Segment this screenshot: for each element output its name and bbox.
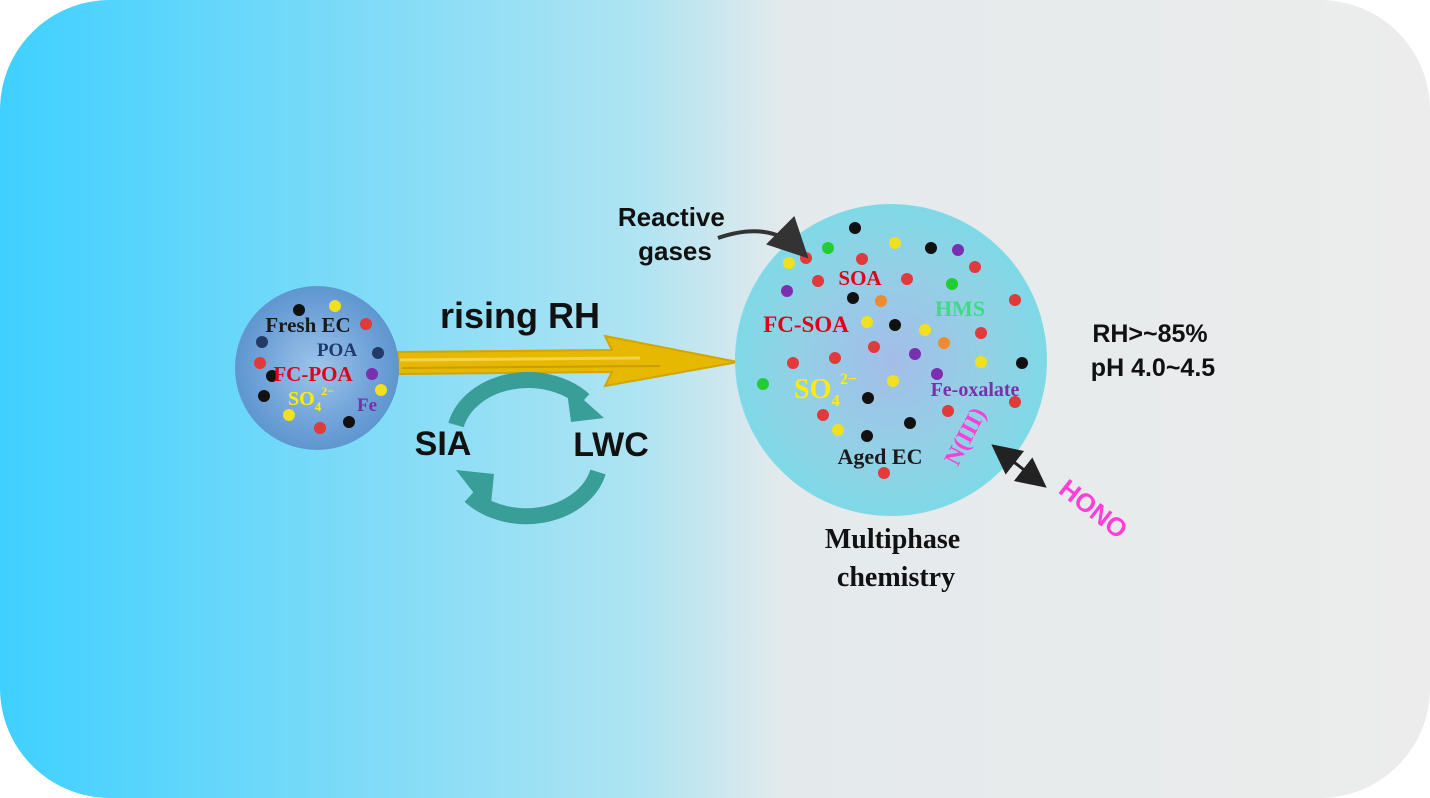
large-black-dot (889, 319, 901, 331)
large-yellow-dot (861, 316, 873, 328)
large-orange-dot (875, 295, 887, 307)
large-red-dot (969, 261, 981, 273)
small-red-dot (314, 422, 326, 434)
hms-label: HMS (935, 296, 985, 321)
large-orange-dot (938, 337, 950, 349)
large-red-dot (800, 252, 812, 264)
large-black-dot (849, 222, 861, 234)
large-green-dot (757, 378, 769, 390)
fresh-ec-label: Fresh EC (265, 313, 350, 337)
large-yellow-dot (887, 375, 899, 387)
small-red-dot (254, 357, 266, 369)
small-yellow-dot (329, 300, 341, 312)
large-yellow-dot (783, 257, 795, 269)
large-red-dot (1009, 294, 1021, 306)
fc-poa-label: FC-POA (273, 362, 353, 386)
small-black-dot (266, 370, 278, 382)
fc-soa-label: FC-SOA (763, 312, 849, 337)
sia-label: SIA (415, 425, 472, 463)
small-red-dot (360, 318, 372, 330)
large-black-dot (904, 417, 916, 429)
small-yellow-dot (375, 384, 387, 396)
small-navy-dot (256, 336, 268, 348)
large-purple-dot (952, 244, 964, 256)
small-purple-dot (366, 368, 378, 380)
fresh-particle (235, 286, 399, 450)
large-red-dot (829, 352, 841, 364)
aged-ec-label: Aged EC (838, 444, 923, 469)
large-black-dot (861, 430, 873, 442)
aged-particle (735, 204, 1047, 516)
fe-label: Fe (357, 395, 377, 416)
large-black-dot (925, 242, 937, 254)
fresh-particle-dots (254, 300, 387, 434)
large-red-dot (856, 253, 868, 265)
large-yellow-dot (832, 424, 844, 436)
large-red-dot (878, 467, 890, 479)
large-red-dot (812, 275, 824, 287)
reactive-gases-label: Reactive gases (618, 202, 732, 266)
small-navy-dot (372, 347, 384, 359)
large-yellow-dot (889, 237, 901, 249)
multiphase-caption: Multiphase chemistry (825, 524, 967, 593)
fe-oxalate-label: Fe-oxalate (931, 379, 1020, 401)
large-purple-dot (781, 285, 793, 297)
poa-label: POA (317, 340, 357, 361)
large-purple-dot (931, 368, 943, 380)
lwc-label: LWC (573, 426, 649, 464)
rising-rh-arrow (397, 334, 739, 388)
sia-lwc-cycle (448, 372, 606, 525)
large-red-dot (787, 357, 799, 369)
small-yellow-dot (283, 409, 295, 421)
ph-condition: pH 4.0~4.5 (1091, 354, 1215, 382)
large-red-dot (901, 273, 913, 285)
large-green-dot (822, 242, 834, 254)
large-yellow-dot (919, 324, 931, 336)
large-red-dot (868, 341, 880, 353)
rising-rh-label: rising RH (440, 295, 600, 336)
large-green-dot (946, 278, 958, 290)
so4-small-label: SO42− (288, 384, 334, 414)
rh-condition: RH>~85% (1092, 320, 1207, 348)
hono-exchange-arrow (991, 444, 1047, 488)
large-red-dot (975, 327, 987, 339)
so4-large-label: SO42− (794, 371, 857, 410)
large-red-dot (942, 405, 954, 417)
aged-particle-dots (757, 222, 1028, 479)
large-purple-dot (909, 348, 921, 360)
small-black-dot (293, 304, 305, 316)
reactive-gases-arrow (717, 216, 809, 259)
small-black-dot (343, 416, 355, 428)
large-red-dot (1009, 396, 1021, 408)
small-black-dot (258, 390, 270, 402)
soa-label: SOA (838, 266, 882, 290)
large-yellow-dot (975, 356, 987, 368)
large-red-dot (817, 409, 829, 421)
large-black-dot (862, 392, 874, 404)
large-black-dot (1016, 357, 1028, 369)
large-black-dot (847, 292, 859, 304)
